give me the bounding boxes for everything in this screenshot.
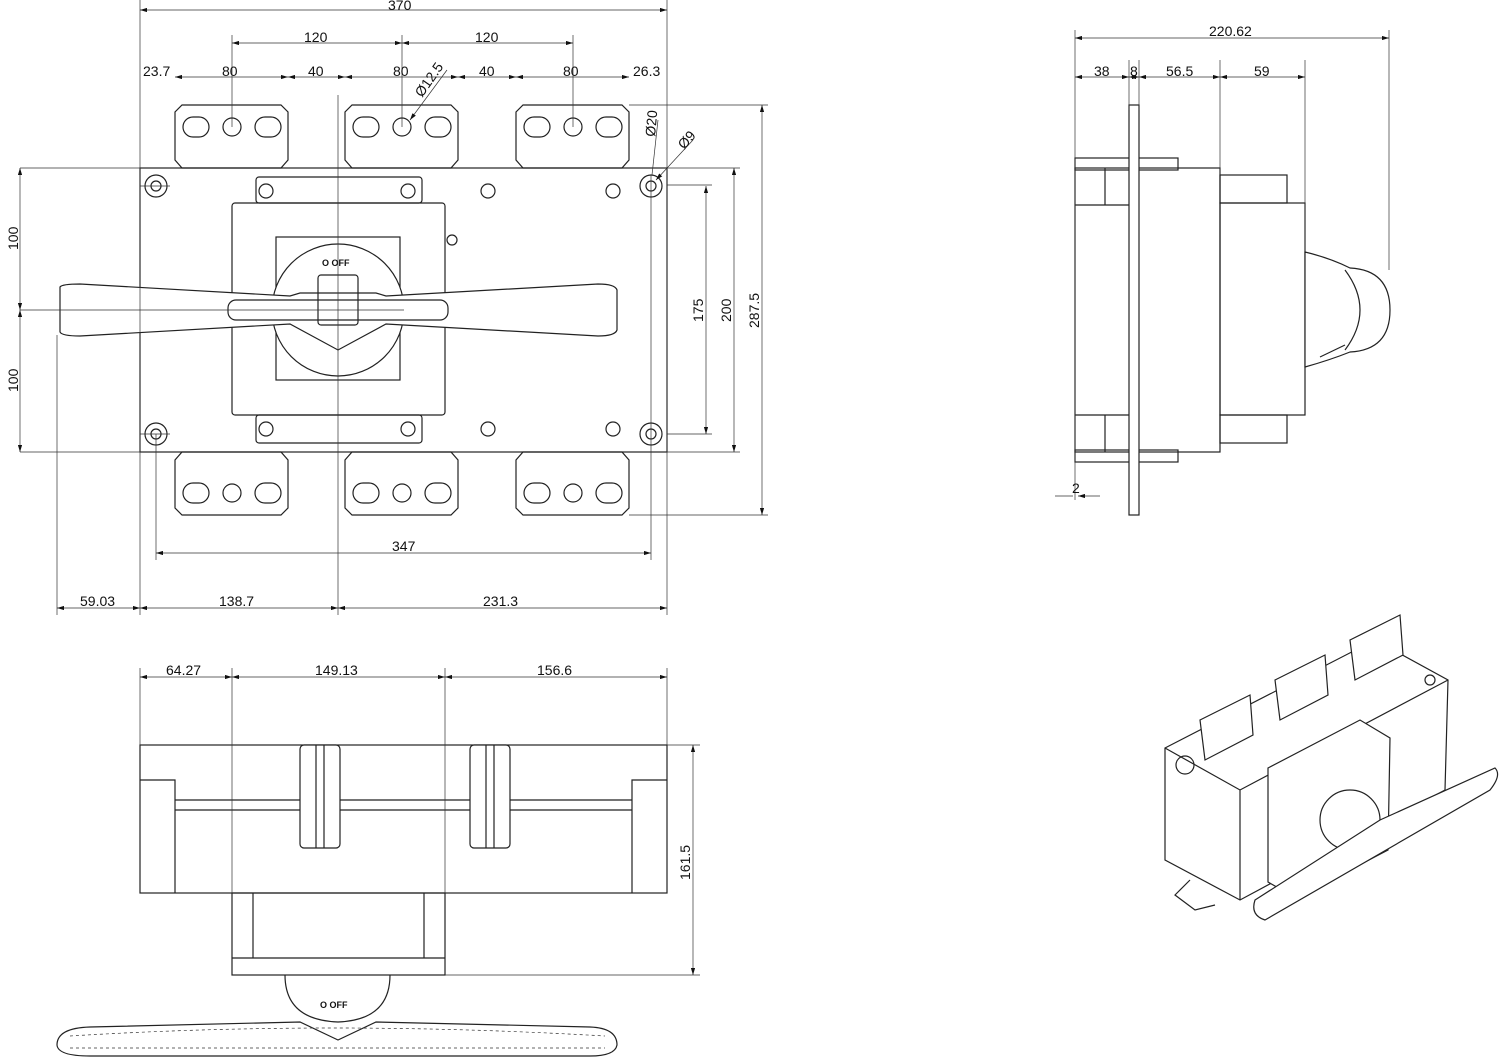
dim-bottom-seg-3: 156.6	[537, 662, 572, 678]
dim-side-seg-3: 56.5	[1166, 63, 1193, 79]
dim-gap-1: 40	[308, 63, 324, 79]
dim-pitch-1: 120	[304, 29, 328, 45]
dim-left-lower: 100	[5, 368, 21, 392]
dim-handle-overhang: 59.03	[80, 593, 115, 609]
dim-pitch-2: 120	[475, 29, 499, 45]
handle	[59, 283, 618, 351]
dim-pad-1: 80	[222, 63, 238, 79]
dim-hole-spacing: 347	[392, 538, 416, 554]
side-view: 220.62 38 8 56.5 59 2	[1055, 23, 1391, 516]
bottom-handle	[56, 1021, 618, 1057]
dim-pad-2: 80	[393, 63, 409, 79]
dim-plate-offset: 2	[1072, 480, 1080, 496]
dim-side-seg-1: 38	[1094, 63, 1110, 79]
cover-plate	[255, 176, 423, 204]
mounting-plate	[1128, 104, 1140, 516]
dim-right-outer: 287.5	[746, 293, 762, 328]
dim-axis-to-right: 231.3	[483, 593, 518, 609]
dim-left-upper: 100	[5, 226, 21, 250]
dim-overall-width: 370	[388, 0, 412, 13]
off-label: O OFF	[322, 258, 350, 268]
dim-right-margin: 26.3	[633, 63, 660, 79]
dim-boss-diameter: Ø20	[642, 109, 660, 137]
dim-bottom-height: 161.5	[677, 845, 693, 880]
front-view: O OFF 370 120 120 23.7 80 40 80 40 80 26…	[5, 0, 768, 615]
dim-bottom-seg-2: 149.13	[315, 662, 358, 678]
dim-right-mid: 200	[718, 298, 734, 322]
dim-side-seg-2: 8	[1130, 63, 1138, 79]
bottom-view: O OFF 64.27 149.13 156.6 161.5	[56, 662, 700, 1057]
dim-mount-hole-diameter: Ø9	[674, 127, 699, 152]
dim-side-seg-4: 59	[1254, 63, 1270, 79]
side-handle	[1304, 251, 1391, 368]
dim-left-to-axis: 138.7	[219, 593, 254, 609]
dim-hole-diameter: Ø12.5	[411, 59, 446, 100]
dim-side-overall: 220.62	[1209, 23, 1252, 39]
isometric-view	[1164, 614, 1499, 921]
dim-gap-2: 40	[479, 63, 495, 79]
dim-left-margin: 23.7	[143, 63, 170, 79]
terminal-holes	[182, 116, 623, 504]
bottom-off-label: O OFF	[320, 1000, 348, 1010]
dim-pad-3: 80	[563, 63, 579, 79]
dim-right-inner: 175	[690, 298, 706, 322]
dim-bottom-seg-1: 64.27	[166, 662, 201, 678]
